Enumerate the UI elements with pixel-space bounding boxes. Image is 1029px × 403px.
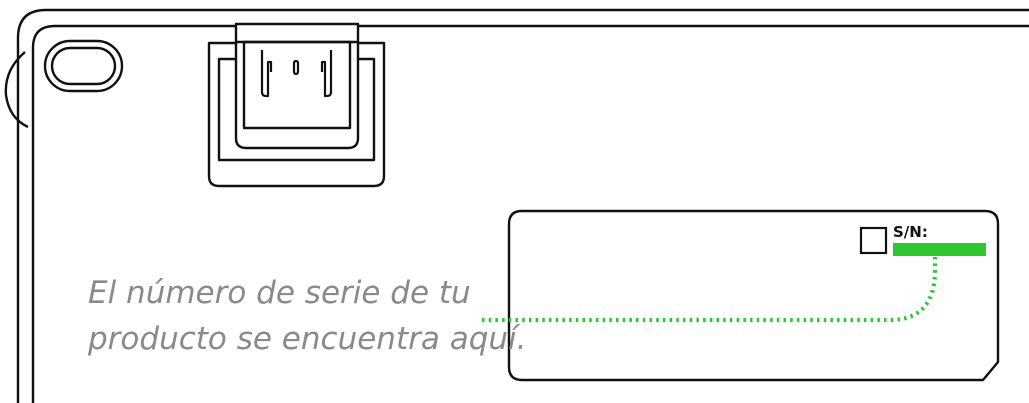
kickstand-housing — [207, 41, 386, 188]
port-pins — [260, 50, 333, 98]
caption-line-2: producto se encuentra aquí. — [88, 321, 527, 357]
device-outer-edge — [16, 8, 1029, 403]
caption-line-1: El número de serie de tu — [88, 275, 471, 311]
kickstand-flap-face — [242, 40, 352, 130]
device-inner-edge — [31, 24, 1029, 403]
port-pin-left — [260, 50, 273, 98]
oval-rubber-foot — [43, 39, 124, 93]
label-checkbox-square — [859, 226, 888, 255]
port-pin-center — [292, 59, 300, 76]
port-pin-right — [320, 50, 333, 98]
dotted-leader-line — [482, 257, 938, 323]
kickstand-port — [207, 22, 386, 188]
device-body-outline — [4, 8, 1029, 403]
device-side-bump — [4, 51, 29, 129]
serial-number-highlight — [893, 243, 986, 256]
serial-number-label: S/N: — [893, 223, 928, 241]
oval-rubber-foot-inner — [50, 46, 117, 86]
kickstand-flap — [234, 22, 360, 150]
caption-text: El número de serie de tu producto se enc… — [88, 270, 527, 362]
